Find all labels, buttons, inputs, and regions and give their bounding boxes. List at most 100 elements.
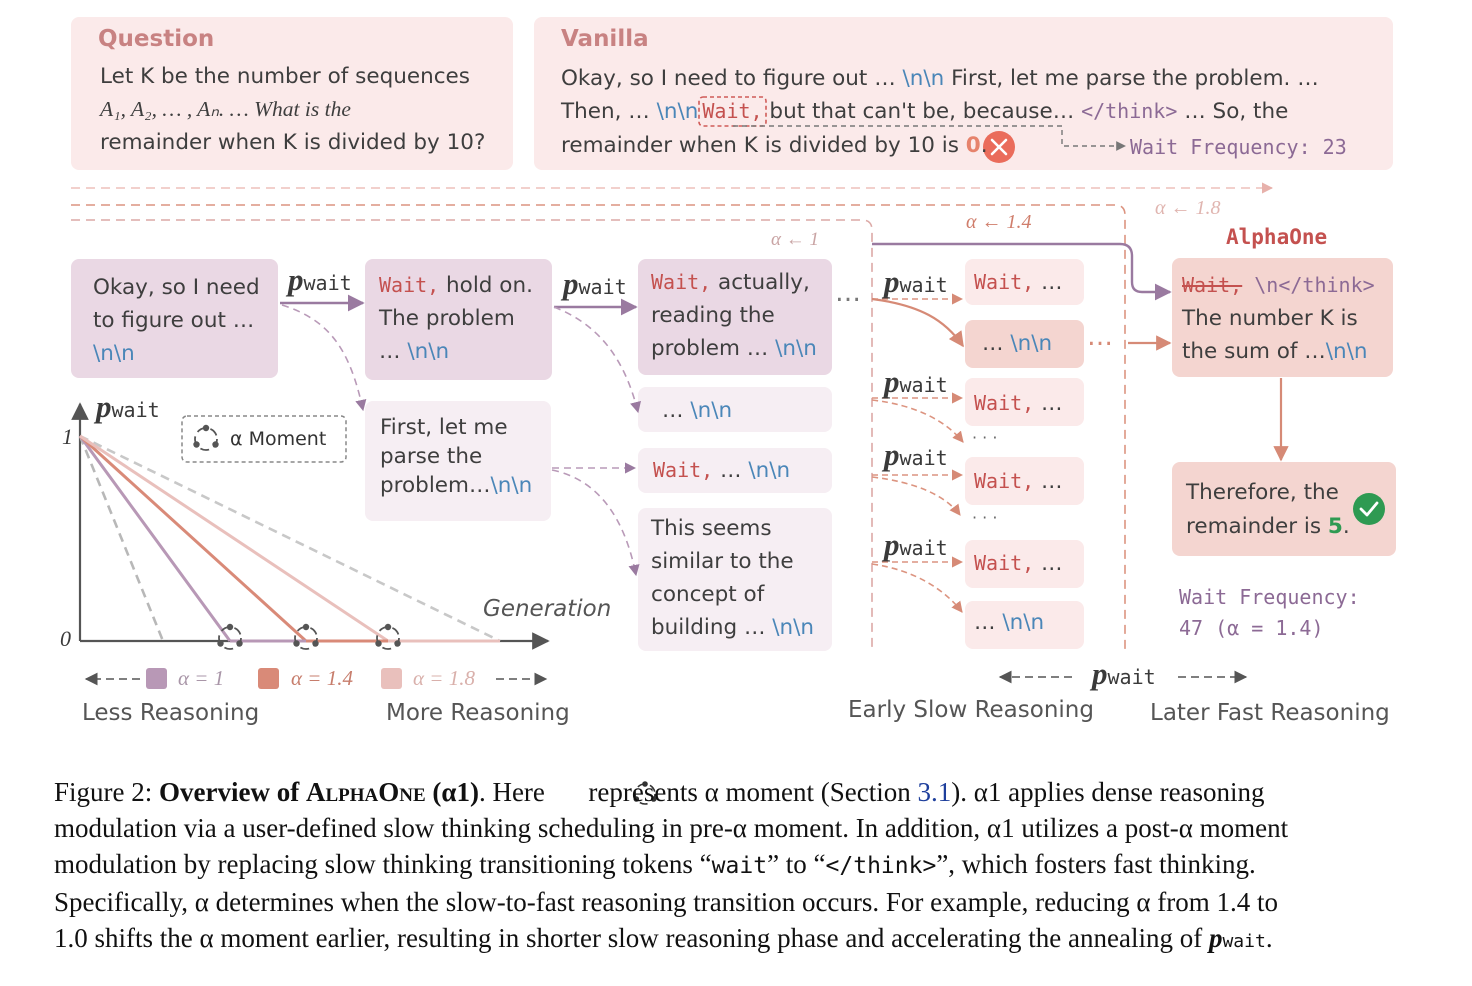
plot-ylabel-sub: wait: [111, 398, 160, 422]
vanilla-wait-leader: [733, 125, 1126, 151]
alphaone-frequency-2: 47 (α = 1.4): [1179, 616, 1324, 640]
plot-ylabel: pwait: [96, 389, 160, 425]
vanilla-text: Then, …: [561, 99, 657, 124]
col-text-1: … \n\n: [982, 327, 1052, 360]
wait-token: Wait,: [653, 458, 714, 482]
pwait-label-6: pwait: [884, 527, 948, 563]
newline-token: \n\n: [775, 336, 817, 361]
ellipsis: …: [1034, 391, 1063, 416]
struck-wait-token: Wait,: [1182, 273, 1243, 297]
pwait-label-1: pwait: [288, 262, 352, 298]
result-text: Therefore, the remainder is 5.: [1186, 476, 1350, 544]
legend-swatch-14: [258, 668, 279, 689]
box-okay-line: to figure out …: [93, 308, 255, 333]
caption-section-link[interactable]: 3.1: [917, 777, 952, 807]
ellipsis: …: [713, 458, 749, 483]
caption-text: .: [1265, 923, 1273, 953]
col-box-4: [965, 540, 1084, 588]
box-actually-line: problem …: [651, 336, 776, 361]
wait-token: Wait,: [974, 270, 1035, 294]
box-okay-text: Okay, so I need to figure out … \n\n: [93, 271, 260, 370]
alpha-label-14: α ← 1.4: [966, 211, 1032, 233]
caption-fig: Figure 2:: [54, 777, 159, 807]
caption-smallcaps: AlphaOne: [305, 777, 426, 807]
flow-ellipsis-2: …: [1087, 322, 1113, 352]
think-token: \n</think>: [1242, 273, 1375, 297]
col-text-4: Wait, …: [974, 547, 1063, 580]
legend-label-1: α = 1: [178, 666, 225, 690]
box-actually-line: actually,: [711, 270, 810, 295]
pwait-label-3: pwait: [884, 264, 948, 300]
box-this-seems-text: This seems similar to the concept of bui…: [651, 512, 814, 644]
box-wait-actually-text: Wait, actually, reading the problem … \n…: [651, 266, 817, 365]
ellipsis: …: [974, 610, 1003, 635]
box-okay-line: Okay, so I need: [93, 275, 260, 300]
plot-lines: [78, 434, 501, 650]
col-box-5: [965, 601, 1084, 649]
pwait-sub: wait: [303, 271, 352, 295]
more-reasoning-label: More Reasoning: [386, 700, 570, 726]
col-box-2: [965, 378, 1084, 426]
box-seems-line: This seems: [651, 516, 772, 541]
caption-code: wait: [711, 853, 768, 879]
vanilla-line-3: remainder when K is divided by 10 is 0.: [561, 129, 988, 162]
plot-line-alpha-14: [78, 434, 308, 643]
pwait-sub: wait: [899, 536, 948, 560]
check-icon: [1353, 493, 1385, 525]
question-line-1: Let K be the number of sequences: [100, 64, 470, 89]
caption-text: represents α moment (Section: [581, 777, 918, 807]
figure-caption: Figure 2: Overview of AlphaOne (α1). Her…: [54, 774, 1424, 960]
pwait-p: p: [884, 527, 900, 562]
caption-code: </think>: [825, 853, 937, 879]
legend-label-14: α = 1.4: [291, 666, 353, 690]
vanilla-text: remainder when K is divided by 10 is: [561, 133, 966, 158]
box-ellipsis-text: … \n\n: [662, 394, 732, 427]
pwait-label-5: pwait: [884, 437, 948, 473]
caption-line-3: modulation by replacing slow thinking tr…: [54, 846, 1424, 884]
early-slow-label: Early Slow Reasoning: [848, 697, 1094, 723]
vanilla-wait-token: Wait,: [702, 99, 763, 123]
pwait-sub: wait: [899, 446, 948, 470]
pwait-p: p: [884, 364, 900, 399]
pwait-sub: wait: [578, 275, 627, 299]
pwait-p: p: [884, 437, 900, 472]
vanilla-newline: \n\n: [656, 99, 699, 124]
flow-box-ellipsis-n: [638, 387, 832, 432]
plot-ylabel-p: p: [96, 389, 112, 424]
guide-line-14: [71, 204, 1126, 650]
plot-y-tick-1: 1: [62, 424, 73, 449]
vanilla-wait-highlight: [698, 96, 767, 127]
caption-line-1: Figure 2: Overview of AlphaOne (α1). Her…: [54, 774, 1424, 810]
newline-token: \n\n: [407, 339, 450, 364]
vanilla-line-1: Okay, so I need to figure out … \n\n Fir…: [561, 62, 1319, 95]
newline-token: \n\n: [690, 398, 733, 423]
col-text-2: Wait, …: [974, 387, 1063, 420]
alphaone-title: AlphaOne: [1226, 225, 1328, 249]
ellipsis: …: [1034, 469, 1063, 494]
vanilla-think-token: </think>: [1081, 99, 1178, 123]
col-vdots-1: · · ·: [972, 428, 998, 447]
caption-line-2: modulation via a user-defined slow think…: [54, 813, 1289, 843]
col-text-5: … \n\n: [974, 606, 1044, 639]
flow-box-first-parse: [365, 401, 551, 521]
caption-p: p: [1208, 923, 1223, 953]
flow-box-wait-actually: [638, 259, 832, 375]
caption-line-4: Specifically, α determines when the slow…: [54, 887, 1278, 917]
newline-token: \n\n: [772, 615, 815, 640]
moment-legend-box: [181, 415, 347, 463]
wait-token: Wait,: [974, 551, 1035, 575]
caption-text: modulation by replacing slow thinking tr…: [54, 849, 712, 879]
box-okay-newline: \n\n: [93, 341, 135, 366]
caption-p-sub: wait: [1222, 931, 1266, 952]
legend-swatch-1: [146, 668, 167, 689]
flow-box-wait-n: [638, 448, 832, 493]
caption-text: ). α1 applies dense reasoning: [951, 777, 1265, 807]
col-text-3: Wait, …: [974, 465, 1063, 498]
box-wait-hold-line: The problem: [379, 306, 515, 331]
caption-text: 1.0 shifts the α moment earlier, resulti…: [54, 923, 1209, 953]
plot-y-tick-0: 0: [60, 626, 71, 651]
alpha-label-1: α ← 1: [771, 229, 819, 250]
wait-token: Wait,: [974, 391, 1035, 415]
ellipsis: …: [662, 398, 691, 423]
